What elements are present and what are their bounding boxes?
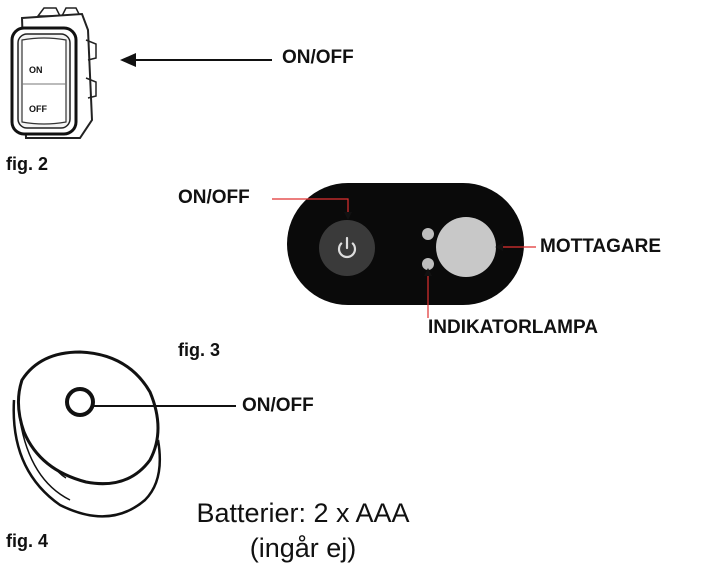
fig3-caption: fig. 3 [178,340,221,360]
fig3-receiver-label: MOTTAGARE [540,236,662,257]
switch-on-text: ON [29,65,43,75]
receiver-panel [287,183,524,305]
fig2-caption: fig. 2 [6,154,49,174]
fig4-on-off-label: ON/OFF [242,395,314,416]
fig3-on-off-label: ON/OFF [178,187,250,208]
switch-off-text: OFF [29,104,47,114]
rocker-switch-illustration [10,7,97,139]
power-icon [337,236,357,259]
rocker-arrow [120,53,272,67]
fig4-caption: fig. 4 [6,531,49,551]
receiver-window [436,217,496,277]
fig3-indicator-label: INDIKATORLAMPA [428,317,598,338]
fig2-on-off-label: ON/OFF [282,47,354,68]
battery-requirement: Batterier: 2 x AAA [196,498,410,528]
fig3-leader-lines [272,198,536,318]
indicator-lamp-1 [422,228,434,240]
battery-not-included: (ingår ej) [249,533,357,563]
remote-control-illustration [12,350,162,518]
indicator-lamp-2 [422,258,434,270]
